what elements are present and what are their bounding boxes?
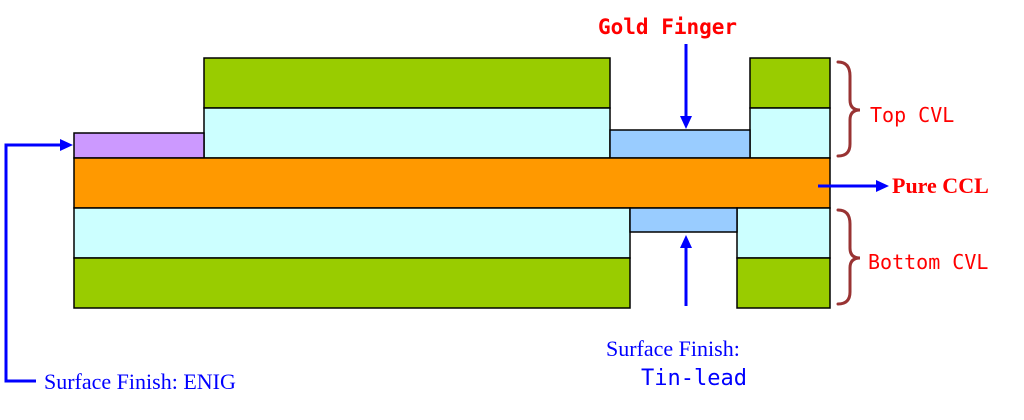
gold-finger-pad (609, 129, 751, 159)
top-cvl-green-right (749, 57, 831, 109)
gold-finger-arrow-head (680, 116, 692, 129)
top-cvl-label: Top CVL (870, 103, 955, 127)
top-cvl-green-left (203, 57, 611, 109)
pure-ccl-label: Pure CCL (892, 173, 989, 198)
gold-finger-label: Gold Finger (598, 15, 738, 39)
bottom-cvl-brace (836, 208, 861, 306)
bottom-cvl-label: Bottom CVL (868, 250, 989, 274)
bottom-adhesive-left (73, 207, 631, 259)
top-adhesive-right (749, 107, 831, 159)
tin-lead-pad (629, 207, 738, 233)
surface-finish-enig-label: Surface Finish: ENIG (44, 369, 236, 394)
top-cvl-brace (836, 60, 861, 158)
surface-finish-tinlead-label-line1: Surface Finish: (606, 336, 740, 361)
pure-ccl-arrow-head (876, 180, 889, 192)
bottom-cvl-green-right (736, 257, 831, 309)
bottom-cvl-green-left (73, 257, 631, 309)
surface-finish-tinlead-label-line2: Tin-lead (641, 366, 747, 391)
enig-elbow-arrow-line (4, 143, 60, 383)
bottom-adhesive-right (736, 207, 831, 259)
enig-pad (73, 132, 205, 159)
tin-lead-arrow-head (680, 235, 692, 248)
enig-elbow-arrow-head (60, 139, 73, 151)
pure-ccl-core (73, 157, 831, 209)
top-adhesive-left (203, 107, 611, 159)
